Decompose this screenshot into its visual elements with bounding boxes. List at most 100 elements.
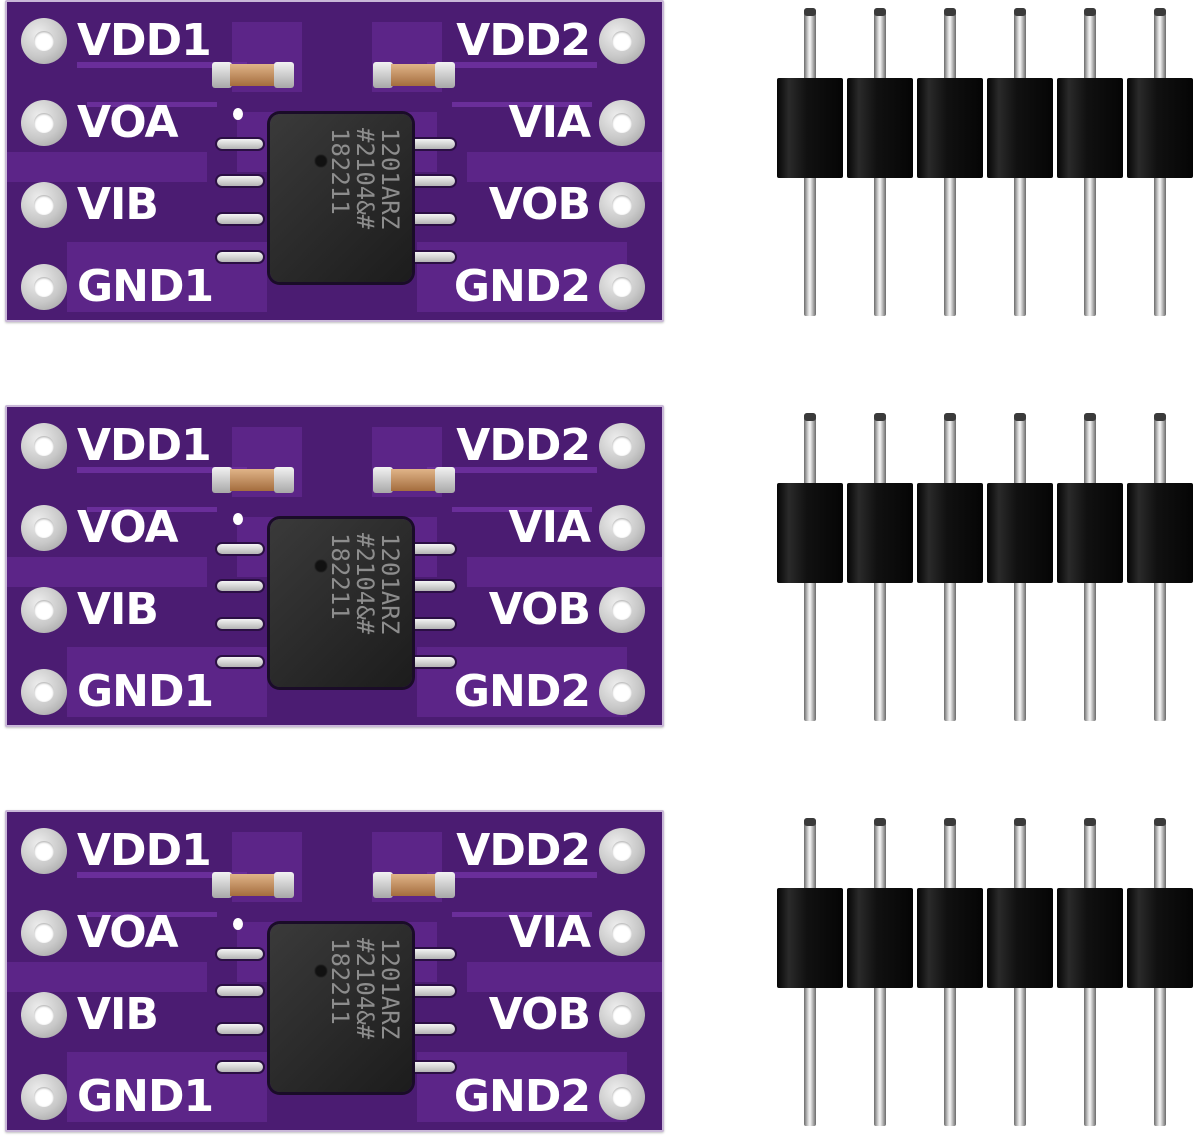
chip-marking-line: 182211 [326,128,354,215]
chip-lead [407,1060,457,1074]
chip-lead [407,617,457,631]
chip-lead [215,984,265,998]
soic-8-chip: 1201ARZ#2104&#182211 [270,924,412,1092]
pin-pad-via [599,910,645,956]
copper-plane [467,557,662,587]
pcb-trace [452,102,592,107]
chip-orientation-dot [314,154,328,168]
header-plastic-housing [1127,78,1193,178]
header-plastic-housing [777,483,843,583]
pcb-trace [77,62,247,68]
pin-label: VOB [488,989,591,1040]
pin-label: GND1 [77,666,214,717]
pin-label: VDD1 [77,15,212,66]
header-plastic-housing [917,888,983,988]
chip-lead [407,655,457,669]
pin-header-1x6 [777,0,1198,330]
header-plastic-housing [1057,888,1123,988]
header-plastic-housing [1057,483,1123,583]
header-plastic-housing [1057,78,1123,178]
header-plastic-housing [987,78,1053,178]
smd-capacitor [212,62,294,88]
header-plastic-housing [777,78,843,178]
chip-marking-line: #2104&# [351,128,379,230]
pin-label: VIB [77,584,159,635]
soic-8-chip: 1201ARZ#2104&#182211 [270,519,412,687]
pin-label: VIA [508,907,591,958]
pin-label: VDD1 [77,420,212,471]
chip-marking-line: 1201ARZ [376,128,404,230]
pin-pad-gnd2 [599,1074,645,1120]
header-plastic-housing [1127,483,1193,583]
pin-pad-via [599,505,645,551]
copper-plane [7,557,207,587]
pin-pad-vib [21,992,67,1038]
pin-label: VIA [508,502,591,553]
pin-label: VIB [77,179,159,230]
copper-plane [467,152,662,182]
smd-capacitor [373,872,455,898]
pin-label: VOA [77,502,179,553]
pin1-marker [233,918,243,930]
chip-lead [215,137,265,151]
pin-pad-voa [21,505,67,551]
chip-lead [215,579,265,593]
pcb-trace [87,507,217,512]
pin-pad-vob [599,182,645,228]
pin-pad-vdd2 [599,423,645,469]
pin-label: GND2 [453,261,591,312]
smd-capacitor [212,467,294,493]
chip-marking: 1201ARZ#2104&#182211 [326,128,404,230]
pin-header-1x6 [777,405,1198,735]
pin-label: VDD2 [456,15,591,66]
header-plastic-housing [847,888,913,988]
pin-pad-vdd1 [21,18,67,64]
pin-label: GND2 [453,666,591,717]
pin-label: VDD2 [456,825,591,876]
pin-pad-vdd2 [599,18,645,64]
pin-pad-gnd1 [21,1074,67,1120]
header-plastic-housing [847,483,913,583]
pcb-trace [87,102,217,107]
pcb-trace [427,467,597,473]
chip-lead [407,137,457,151]
pcb-trace [77,872,247,878]
chip-lead [407,250,457,264]
pcb-trace [452,912,592,917]
chip-marking-line: 182211 [326,938,354,1025]
pin-label: VDD2 [456,420,591,471]
header-plastic-housing [917,483,983,583]
pin-label: GND1 [77,1071,214,1122]
chip-lead [215,542,265,556]
chip-lead [215,947,265,961]
smd-capacitor [373,62,455,88]
header-plastic-housing [777,888,843,988]
pin-label: VOA [77,97,179,148]
chip-orientation-dot [314,559,328,573]
chip-lead [215,655,265,669]
chip-lead [407,947,457,961]
pin-pad-vob [599,587,645,633]
pcb-trace [452,507,592,512]
pin-label: VOA [77,907,179,958]
pin-pad-voa [21,910,67,956]
pin-pad-vdd1 [21,828,67,874]
chip-lead [407,984,457,998]
pin-header-1x6 [777,810,1198,1140]
chip-lead [215,212,265,226]
chip-marking: 1201ARZ#2104&#182211 [326,938,404,1039]
smd-capacitor [373,467,455,493]
copper-plane [7,152,207,182]
smd-capacitor [212,872,294,898]
pin-pad-gnd1 [21,264,67,310]
chip-orientation-dot [314,964,328,978]
pin-pad-gnd1 [21,669,67,715]
pcb-trace [87,912,217,917]
pin-pad-vib [21,587,67,633]
header-plastic-housing [917,78,983,178]
pin-label: VIB [77,989,159,1040]
header-plastic-housing [987,888,1053,988]
